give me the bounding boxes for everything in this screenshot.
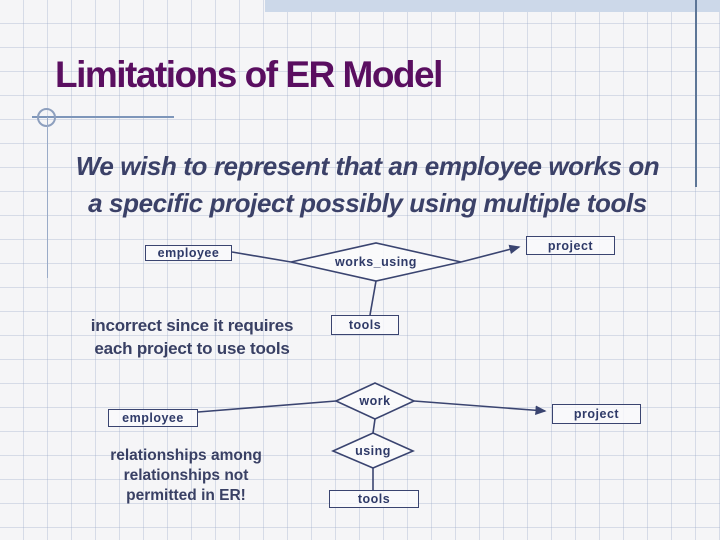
d2-project-arrow [413, 400, 547, 416]
subtitle-line-1: We wish to represent that an employee wo… [75, 151, 660, 181]
d2-caption-line-2: relationships not [123, 467, 249, 484]
d1-caption-line-1: incorrect since it requires [90, 316, 294, 335]
d2-work-using-link [372, 418, 376, 434]
page-title: Limitations of ER Model [55, 54, 443, 95]
d2-employee-link [197, 400, 337, 413]
d1-tools-link [369, 280, 377, 316]
d1-entity-employee: employee [145, 245, 232, 261]
subtitle-line-2: a specific project possibly using multip… [88, 188, 647, 218]
title-underline-circle-icon [37, 108, 56, 127]
d1-project-arrow [460, 244, 521, 263]
top-right-accent-band [265, 0, 720, 12]
left-accent-line [47, 117, 48, 278]
d2-caption: relationships among relationships not pe… [91, 446, 281, 506]
d1-caption: incorrect since it requires each project… [77, 314, 307, 360]
right-accent-line [695, 0, 697, 187]
d2-entity-project: project [552, 404, 641, 424]
d2-relationship-work-label: work [359, 394, 391, 408]
d2-tools-box: tools [329, 490, 419, 508]
d1-entity-project: project [526, 236, 615, 255]
d2-caption-line-1: relationships among [110, 447, 262, 464]
d2-entity-employee: employee [108, 409, 198, 427]
d2-caption-line-3: permitted in ER! [126, 487, 246, 504]
d1-employee-link [231, 251, 292, 263]
d1-caption-line-2: each project to use tools [94, 339, 290, 358]
d2-relationship-using-label: using [355, 444, 391, 458]
d1-relationship-works-using-label: works_using [335, 255, 417, 269]
d1-tools-box: tools [331, 315, 399, 335]
title-underline [32, 116, 174, 118]
subtitle: We wish to represent that an employee wo… [40, 148, 695, 222]
